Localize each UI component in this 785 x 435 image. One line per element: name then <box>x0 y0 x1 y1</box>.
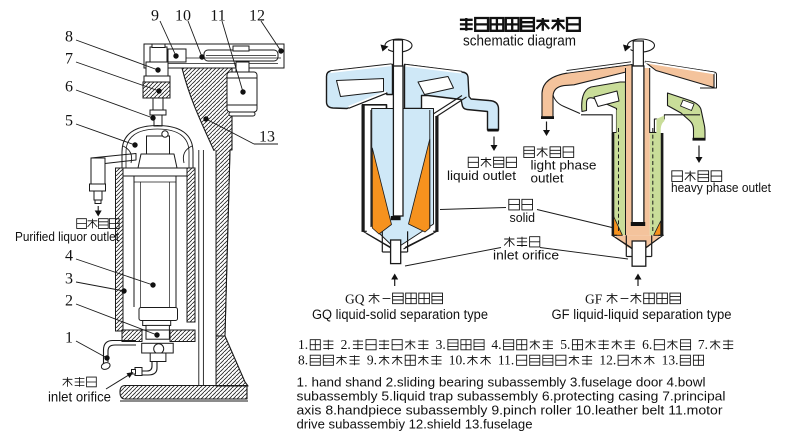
svg-text:11: 11 <box>210 8 225 25</box>
svg-text:Purified liquor outlet: Purified liquor outlet <box>15 229 119 244</box>
svg-text:12.: 12. <box>599 353 616 368</box>
svg-text:GF liquid-liquid separation ty: GF liquid-liquid separation type <box>552 307 732 322</box>
svg-text:solid: solid <box>510 210 536 225</box>
svg-text:2: 2 <box>65 293 73 310</box>
svg-text:1. hand shand 2.sliding bear: 1. hand shand 2.sliding bearing subassem… <box>297 375 706 390</box>
svg-text:schematic diagram: schematic diagram <box>463 33 576 50</box>
svg-text:light phase: light phase <box>531 158 597 173</box>
svg-text:inlet orifice: inlet orifice <box>48 390 111 405</box>
svg-text:GF: GF <box>585 292 603 307</box>
svg-text:6: 6 <box>65 79 73 96</box>
svg-text:inlet orifice: inlet orifice <box>493 248 559 263</box>
svg-text:3.: 3. <box>436 337 446 352</box>
svg-text:3: 3 <box>65 271 73 288</box>
svg-text:5.: 5. <box>560 337 570 352</box>
svg-text:2.: 2. <box>341 337 351 352</box>
svg-text:drive subassembiy 12.shield: drive subassembiy 12.shield 13.fuselage <box>297 417 533 432</box>
svg-text:GQ liquid-solid separation typ: GQ liquid-solid separation type <box>312 307 488 322</box>
svg-text:8: 8 <box>65 29 73 46</box>
svg-text:10.: 10. <box>449 353 466 368</box>
svg-text:liquid outlet: liquid outlet <box>447 168 516 183</box>
svg-text:9.: 9. <box>367 353 377 368</box>
svg-text:7: 7 <box>65 51 73 68</box>
svg-text:5: 5 <box>65 113 73 130</box>
svg-text:8.: 8. <box>298 353 308 368</box>
svg-text:1: 1 <box>65 330 73 347</box>
svg-text:heavy phase outlet: heavy phase outlet <box>671 180 771 195</box>
svg-text:12: 12 <box>249 8 265 25</box>
svg-text:13.: 13. <box>662 353 679 368</box>
svg-text:outlet: outlet <box>531 171 564 186</box>
svg-text:GQ: GQ <box>345 292 365 307</box>
svg-text:10: 10 <box>175 8 191 25</box>
svg-text:subassembly 5.liquid trap su: subassembly 5.liquid trap subassembly 6.… <box>297 389 726 404</box>
svg-text:7.: 7. <box>698 337 708 352</box>
svg-text:6.: 6. <box>642 337 652 352</box>
svg-text:1.: 1. <box>298 337 308 352</box>
svg-text:13: 13 <box>259 129 275 146</box>
svg-text:11.: 11. <box>498 353 514 368</box>
svg-text:4: 4 <box>65 248 73 265</box>
svg-text:4.: 4. <box>491 337 501 352</box>
svg-text:axis 8.handpiece subassembly: axis 8.handpiece subassembly 9.pinch rol… <box>297 403 724 418</box>
svg-text:9: 9 <box>151 8 159 25</box>
